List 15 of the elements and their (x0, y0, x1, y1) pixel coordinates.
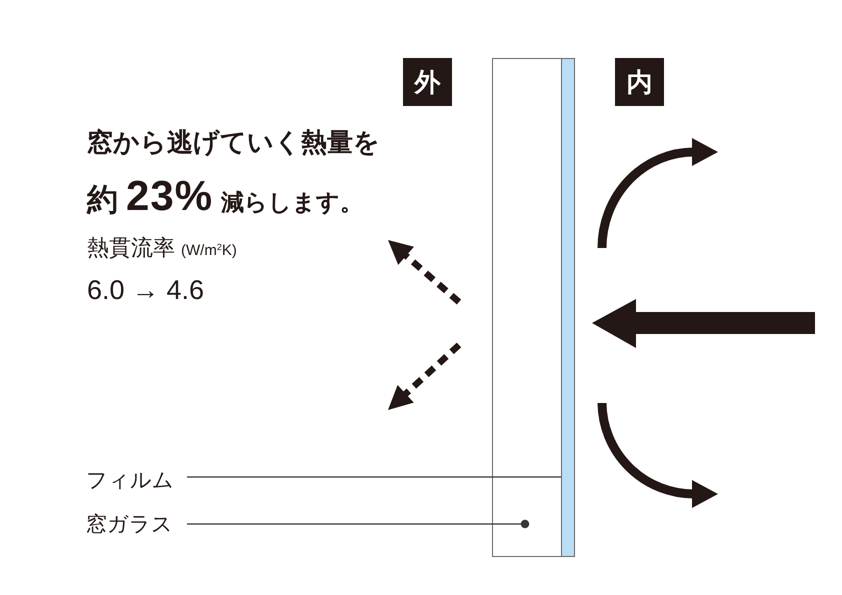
headline-text: 窓から逃げていく熱量を (87, 128, 380, 157)
window-glass (492, 58, 562, 557)
metric-values: 6.0 → 4.6 (87, 276, 204, 306)
metric-name: 熱貫流率 (87, 236, 175, 260)
unit-text: (W/m$^{2}$K) (181, 243, 237, 260)
leader-line (187, 476, 561, 478)
part-label: フィルム (86, 466, 182, 494)
leader-line (187, 520, 530, 528)
headline-text: 約 (87, 183, 118, 218)
film-layer (561, 58, 575, 557)
percentage-value: 23% (126, 173, 214, 220)
headline-text: 減らします。 (221, 190, 364, 216)
side-tag: 内 (615, 58, 664, 106)
side-tag: 外 (403, 58, 452, 106)
part-label: 窓ガラス (86, 510, 182, 538)
